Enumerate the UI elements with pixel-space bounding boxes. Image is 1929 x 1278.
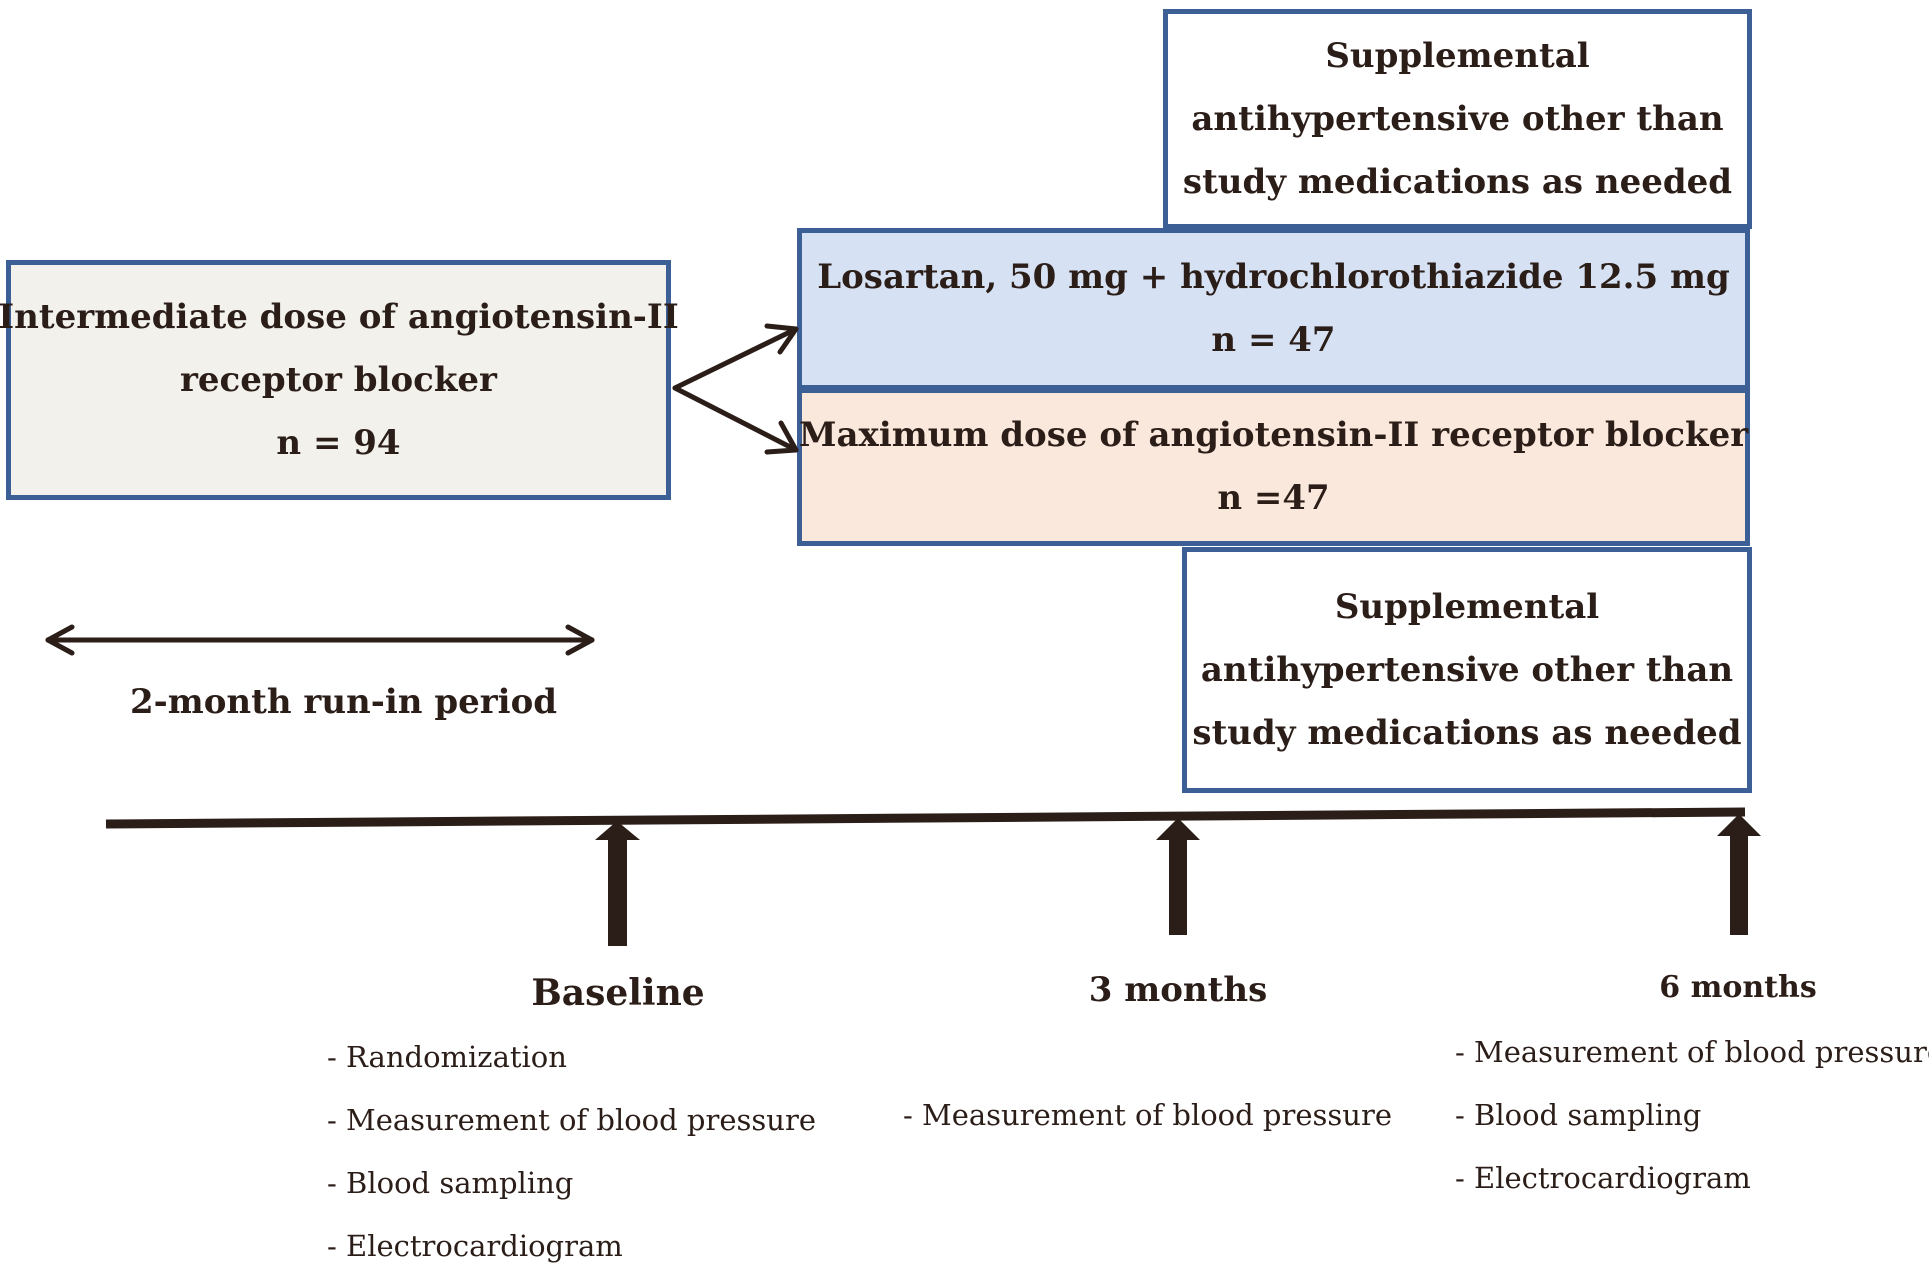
3-months-label: 3 months	[1088, 970, 1268, 1010]
intermediate-box-line: receptor blocker	[180, 359, 497, 400]
3-months-assessments-list: Measurement of blood pressure	[903, 1084, 1392, 1147]
losartan-arm-box: Losartan, 50 mg + hydrochlorothiazide 12…	[797, 228, 1750, 390]
supplemental-top-line: Supplemental	[1325, 35, 1590, 76]
intermediate-box-count: n = 94	[276, 422, 401, 463]
6-months-label: 6 months	[1659, 970, 1817, 1005]
list-item: Electrocardiogram	[1455, 1147, 1929, 1210]
baseline-label: Baseline	[531, 972, 705, 1014]
baseline-marker-arrow	[595, 821, 640, 840]
supplemental-bottom-line: Supplemental	[1334, 586, 1600, 627]
6-months-assessments-list: Measurement of blood pressure Blood samp…	[1455, 1021, 1929, 1210]
6-months-marker-shaft	[1730, 834, 1748, 935]
supplemental-top-line: study medications as needed	[1182, 161, 1733, 202]
list-item: Blood sampling	[327, 1152, 816, 1215]
supplemental-bottom-line: study medications as needed	[1192, 712, 1742, 753]
3-months-marker-arrow	[1156, 818, 1200, 840]
list-item: Measurement of blood pressure	[1455, 1021, 1929, 1084]
intermediate-box-line: Intermediate dose of angiotensin-II	[0, 296, 679, 337]
split-arrow-lower	[672, 385, 799, 453]
maximum-box-count: n =47	[1217, 478, 1330, 518]
supplemental-top-line: antihypertensive other than	[1191, 98, 1724, 139]
list-item: Electrocardiogram	[327, 1215, 816, 1278]
maximum-dose-arm-box: Maximum dose of angiotensin-II receptor …	[797, 388, 1750, 546]
6-months-marker-arrow	[1717, 814, 1761, 836]
supplemental-top-box: Supplemental antihypertensive other than…	[1163, 9, 1752, 229]
list-item: Blood sampling	[1455, 1084, 1929, 1147]
split-arrow-lower-head	[764, 420, 799, 455]
run-in-arrow-left-head	[45, 624, 75, 656]
list-item: Measurement of blood pressure	[327, 1089, 816, 1152]
run-in-arrow-right-head	[565, 624, 595, 656]
baseline-assessments-list: Randomization Measurement of blood press…	[327, 1026, 816, 1278]
split-arrow-upper-head	[764, 323, 799, 355]
maximum-box-line: Maximum dose of angiotensin-II receptor …	[798, 415, 1749, 455]
losartan-box-line: Losartan, 50 mg + hydrochlorothiazide 12…	[817, 257, 1730, 297]
split-arrow-upper	[672, 326, 799, 391]
3-months-marker-shaft	[1169, 838, 1187, 935]
supplemental-bottom-box: Supplemental antihypertensive other than…	[1182, 547, 1752, 793]
losartan-box-count: n = 47	[1211, 320, 1336, 360]
list-item: Measurement of blood pressure	[903, 1084, 1392, 1147]
list-item: Randomization	[327, 1026, 816, 1089]
baseline-marker-shaft	[608, 838, 627, 946]
timeline-axis	[105, 807, 1746, 829]
intermediate-dose-box: Intermediate dose of angiotensin-II rece…	[0, 260, 679, 500]
supplemental-bottom-line: antihypertensive other than	[1200, 649, 1734, 690]
run-in-period-label: 2-month run-in period	[130, 682, 558, 722]
